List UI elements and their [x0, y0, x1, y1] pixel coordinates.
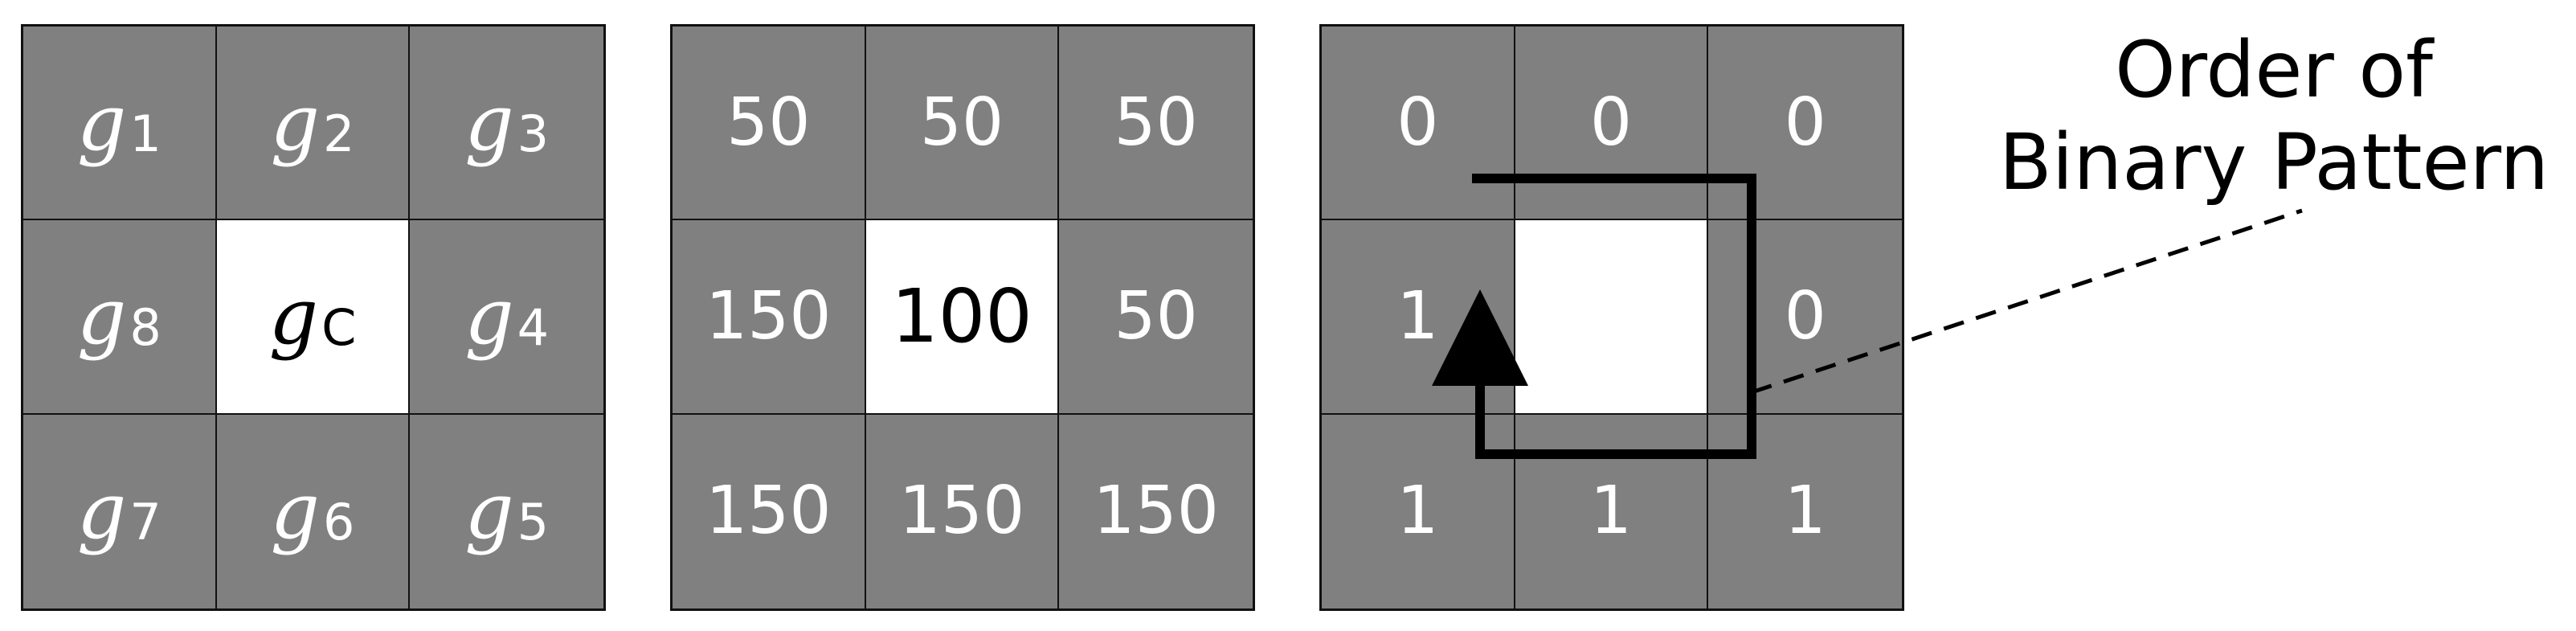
cell-g2-subscript: 2: [322, 104, 355, 163]
cell-g3-symbol: g: [464, 77, 514, 168]
intensity-cell-7: 150: [673, 414, 866, 608]
cell-g8-symbol: g: [76, 271, 127, 362]
intensity-cell-3: 50: [1059, 27, 1253, 221]
cell-g5-symbol: g: [464, 466, 514, 557]
binary-cell-5: 1: [1708, 414, 1902, 608]
order-label: Order of Binary Pattern: [1985, 24, 2563, 209]
intensity-cell-8: 150: [673, 220, 866, 415]
cell-g8-subscript: 8: [129, 297, 162, 357]
intensity-grid: 50 50 50 150 100 50 150 150 150: [670, 24, 1255, 611]
cell-g6-subscript: 6: [322, 493, 355, 552]
intensity-cell-4: 50: [1059, 220, 1253, 415]
cell-g1-subscript: 1: [129, 104, 162, 163]
cell-g1-symbol: g: [76, 77, 127, 168]
binary-cell-2: 0: [1515, 27, 1709, 221]
binary-cell-1: 0: [1322, 27, 1515, 221]
binary-cell-7: 1: [1322, 414, 1515, 608]
cell-g4-subscript: 4: [517, 297, 550, 357]
intensity-cell-6: 150: [865, 414, 1060, 608]
intensity-cell-1: 50: [673, 27, 866, 221]
cell-g5-subscript: 5: [517, 493, 550, 552]
binary-cell-3: 0: [1708, 27, 1902, 221]
cell-g7-symbol: g: [76, 466, 127, 557]
order-label-line2: Binary Pattern: [1998, 117, 2549, 208]
binary-grid: 0 0 0 1 0 1 1 1: [1319, 24, 1904, 611]
order-label-line1: Order of: [2115, 25, 2433, 115]
cell-g7-subscript: 7: [129, 493, 162, 552]
cell-gc-subscript: C: [321, 297, 357, 357]
intensity-cell-center: 100: [865, 220, 1060, 415]
intensity-cell-5: 150: [1059, 414, 1253, 608]
cell-g6-symbol: g: [270, 466, 320, 557]
binary-cell-6: 1: [1515, 414, 1709, 608]
intensity-cell-2: 50: [865, 27, 1060, 221]
cell-g3-subscript: 3: [517, 104, 550, 163]
binary-cell-8: 1: [1322, 220, 1515, 415]
binary-cell-center: [1515, 220, 1709, 415]
cell-gc-symbol: g: [268, 271, 319, 362]
cell-g4-symbol: g: [464, 271, 514, 362]
cell-g2-symbol: g: [270, 77, 320, 168]
binary-cell-4: 0: [1708, 220, 1902, 415]
